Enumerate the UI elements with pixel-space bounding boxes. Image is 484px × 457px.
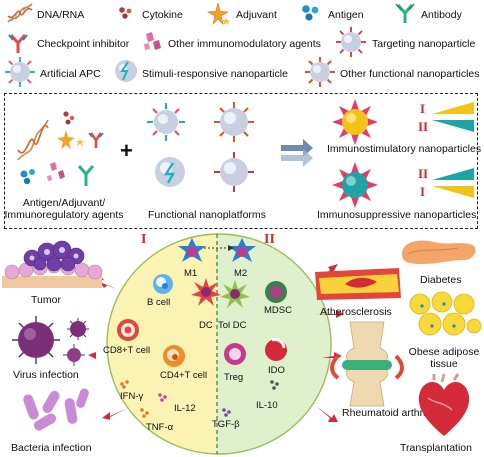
adipose-icon [409, 291, 482, 336]
disease-tumor-label: Tumor [31, 294, 61, 306]
cell-bcell-label: B cell [147, 297, 171, 308]
cytokine-ifn-label: IFN-γ [120, 391, 144, 402]
stimuli-np-icon [115, 60, 137, 82]
stim-wedges-icon [432, 102, 474, 132]
immunosuppressive-np-icon [332, 162, 378, 208]
checkpoint-icon [8, 34, 28, 53]
tumor-icon [2, 240, 103, 288]
platform-label: Functional nanoplatforms [148, 209, 266, 221]
legend-immunomod-label: Other immunomodulatory agents [168, 38, 321, 50]
conversion-arrows-icon [281, 139, 313, 167]
legend-apc-label: Artificial APC [40, 68, 101, 80]
artery-icon [315, 268, 401, 300]
legend-cytokine-label: Cytokine [142, 9, 183, 21]
disease-obese-label: Obese adipose tissue [408, 346, 480, 370]
agents-cluster-icon [17, 111, 104, 186]
legend-other-func-label: Other functional nanoparticles [340, 68, 480, 80]
cell-m2-label: M2 [234, 268, 248, 279]
cytokine-tgf-label: TGF-β [212, 419, 240, 430]
legend-targeting-label: Targeting nanoparticle [372, 38, 476, 50]
circle-roman-1: I [141, 232, 147, 247]
immunostimulatory-np-icon [332, 99, 378, 145]
disease-virus-label: Virus infection [13, 369, 79, 381]
supp-label: Immunosuppressive nanoparticles [317, 209, 477, 221]
disease-athero-label: Atherosclerosis [320, 306, 392, 318]
supp-wedges-icon [432, 168, 474, 198]
disease-bacteria-label: Bacteria infection [11, 442, 92, 454]
disease-diabetes-label: Diabetes [420, 274, 462, 286]
cell-toldc-label: Tol DC [218, 320, 247, 331]
cytokine-icon [119, 7, 132, 19]
cell-dc-label: DC [199, 320, 213, 331]
antibody-icon [395, 3, 415, 23]
legend-antibody-label: Antibody [421, 9, 462, 21]
heart-icon [418, 373, 470, 436]
targeting-np-icon [336, 27, 366, 57]
antigen-icon [302, 5, 319, 21]
nanoplatform-panel [4, 93, 478, 229]
nanoplatforms-icon [147, 102, 254, 192]
agents-label: Antigen/Adjuvant/ Immunoregulatory agent… [4, 197, 124, 221]
supp-roman-1: I [420, 184, 426, 199]
cell-cd8-label: CD8+T cell [103, 345, 151, 356]
cytokine-tnf-label: TNF-α [146, 422, 174, 433]
legend-checkpoint-label: Checkpoint inhibitor [37, 38, 130, 50]
apc-icon [5, 57, 35, 87]
disease-ra-label: Rheumatoid arthritis [342, 407, 436, 419]
stim-roman-2: II [418, 119, 429, 134]
legend-stimuli-label: Stimuli-responsive nanoparticle [142, 68, 288, 80]
supp-roman-2: II [418, 166, 429, 181]
disease-transplant-label: Transplantation [400, 442, 472, 454]
cell-ido-label: IDO [268, 365, 285, 376]
adjuvant-icon [207, 2, 230, 25]
stim-label: Immunostimulatory nanoparticles [327, 143, 482, 155]
plus-sign: + [120, 138, 133, 163]
immunomodulatory-icon [144, 32, 161, 50]
stim-roman-1: I [420, 101, 426, 116]
pancreas-icon [402, 240, 476, 264]
legend-adjuvant-label: Adjuvant [236, 9, 277, 21]
cell-treg-label: Treg [224, 372, 244, 383]
cytokine-il10-label: IL-10 [256, 400, 278, 411]
bacteria-icon [23, 388, 89, 431]
cytokine-il12-label: IL-12 [174, 403, 196, 414]
functional-np-icon [305, 57, 335, 87]
cell-cd4-label: CD4+T cell [160, 370, 208, 381]
circle-roman-2: II [264, 232, 275, 247]
legend-dna-label: DNA/RNA [37, 9, 85, 21]
joint-icon [330, 321, 404, 407]
virus-icon [12, 316, 89, 366]
legend-antigen-label: Antigen [328, 9, 364, 21]
cell-m1-label: M1 [184, 268, 198, 279]
cell-mdsc-label: MDSC [264, 305, 292, 316]
dna-icon [7, 3, 33, 23]
immune-cell-circle [106, 233, 332, 455]
